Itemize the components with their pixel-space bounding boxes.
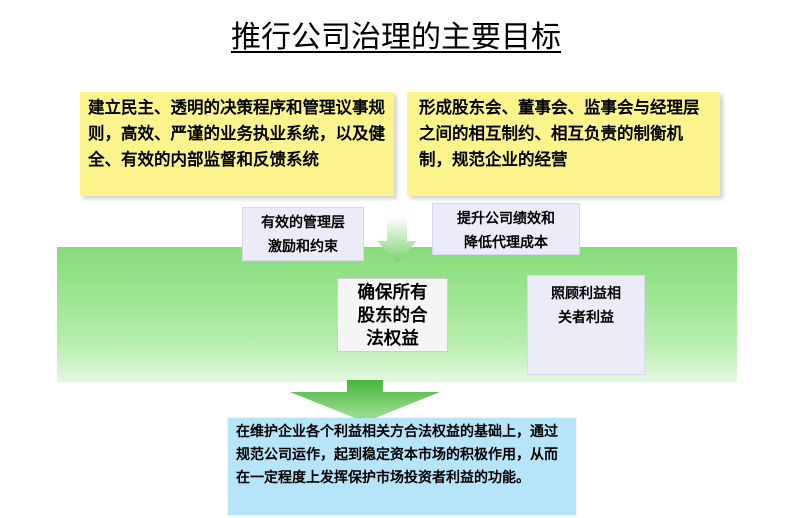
incentive-line-1: 有效的管理层 [261,215,345,231]
goal-checks-box: 形成股东会、董事会、监事会与经理层之间的相互制约、相互负责的制衡机制，规范企业的… [407,92,720,196]
goal-democracy-box: 建立民主、透明的决策程序和管理议事规则，高效、严谨的业务执业系统，以及健全、有效… [80,92,394,196]
outcome-box: 在维护企业各个利益相关方合法权益的基础上，通过规范公司运作，起到稳定资本市场的积… [228,418,576,515]
down-arrow-small-icon [377,217,417,263]
core-line-1: 确保所有 [357,283,428,303]
stakeholder-line-1: 照顾利益相 [551,286,621,302]
diagram-title: 推行公司治理的主要目标 [0,18,792,58]
stakeholder-line-2: 关者利益 [558,310,614,326]
down-arrow-large-icon [290,380,440,422]
core-line-2: 股东的合 [357,306,428,326]
cost-line-2: 降低代理成本 [464,235,548,251]
core-line-3: 法权益 [366,329,419,349]
incentive-box: 有效的管理层 激励和约束 [242,207,364,261]
incentive-line-2: 激励和约束 [268,239,338,255]
diagram-title-text: 推行公司治理的主要目标 [231,20,561,55]
core-goal-box: 确保所有 股东的合 法权益 [337,278,448,352]
cost-box: 提升公司绩效和 降低代理成本 [432,203,580,255]
cost-line-1: 提升公司绩效和 [457,211,555,227]
stakeholder-box: 照顾利益相 关者利益 [527,275,645,375]
